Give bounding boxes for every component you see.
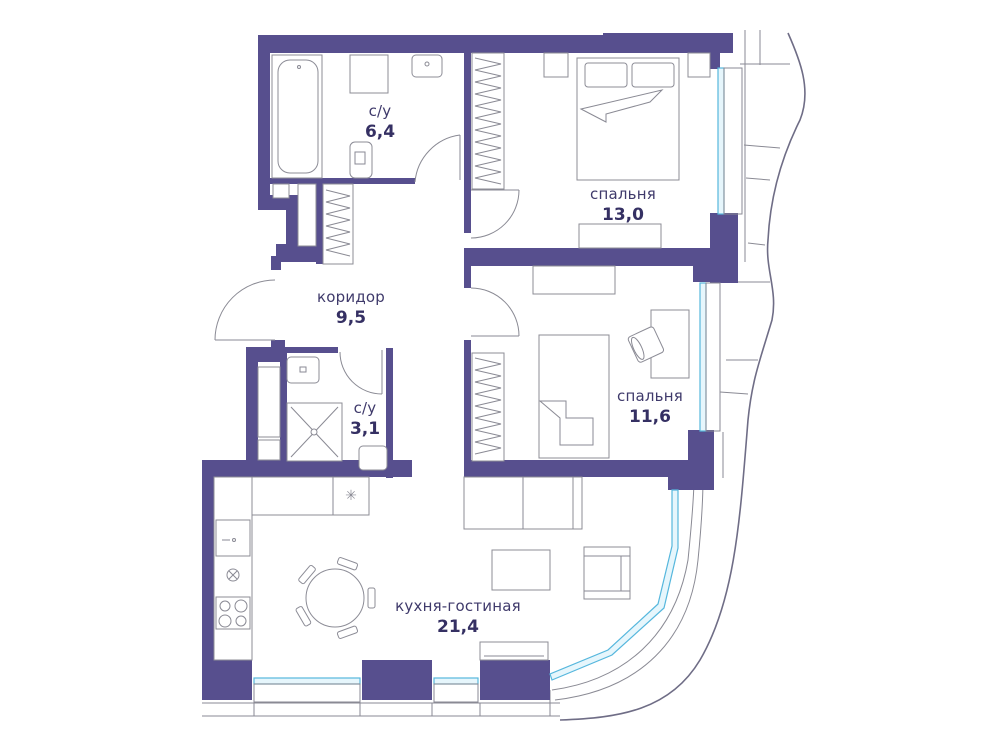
terrace-outline — [202, 30, 806, 721]
dining-table-icon — [295, 557, 376, 639]
room-name: с/у — [368, 102, 392, 120]
room-area: 9,5 — [335, 308, 367, 328]
washing-machine-icon — [349, 54, 389, 94]
corridor-doors — [214, 279, 383, 395]
room-area: 21,4 — [437, 617, 479, 637]
room-label-bedroom-1: спальня 13,0 — [590, 185, 656, 224]
room-label-bedroom-2: спальня 11,6 — [617, 387, 683, 426]
bathroom-2-fixtures — [257, 356, 388, 471]
coffee-table-icon — [491, 549, 551, 591]
toilet-icon — [286, 356, 320, 384]
room-label-bathroom-2: с/у 3,1 — [350, 399, 380, 438]
single-bed-icon — [538, 334, 610, 459]
room-name: спальня — [590, 185, 656, 203]
tv-stand-icon — [479, 641, 549, 661]
room-name: кухня-гостиная — [395, 597, 521, 615]
bedroom-1-furniture — [470, 52, 711, 249]
chair-icon — [627, 326, 665, 363]
room-area: 6,4 — [364, 122, 396, 142]
room-name: коридор — [317, 288, 385, 306]
room-area: 13,0 — [602, 205, 644, 225]
room-name: с/у — [353, 399, 377, 417]
room-area: 11,6 — [629, 407, 671, 427]
svg-text:✳: ✳ — [345, 488, 357, 504]
kitchen-sink-icon — [215, 519, 251, 557]
kitchen-living-furniture: ✳ — [213, 476, 631, 661]
windows — [253, 67, 743, 703]
toilet-icon — [349, 141, 373, 179]
tv-stand-icon — [532, 265, 616, 295]
bathroom-1-fixtures — [271, 54, 461, 183]
walls — [202, 33, 738, 700]
room-area: 3,1 — [349, 419, 381, 439]
room-name: спальня — [617, 387, 683, 405]
room-label-corridor: коридор 9,5 — [317, 288, 385, 327]
closet-left — [272, 183, 354, 265]
room-label-kitchen-living: кухня-гостиная 21,4 — [395, 597, 521, 636]
room-label-bathroom-1: с/у 6,4 — [365, 102, 395, 141]
tv-stand-icon — [578, 223, 662, 249]
sink-icon — [358, 445, 388, 471]
bedroom-2-furniture — [470, 265, 690, 462]
